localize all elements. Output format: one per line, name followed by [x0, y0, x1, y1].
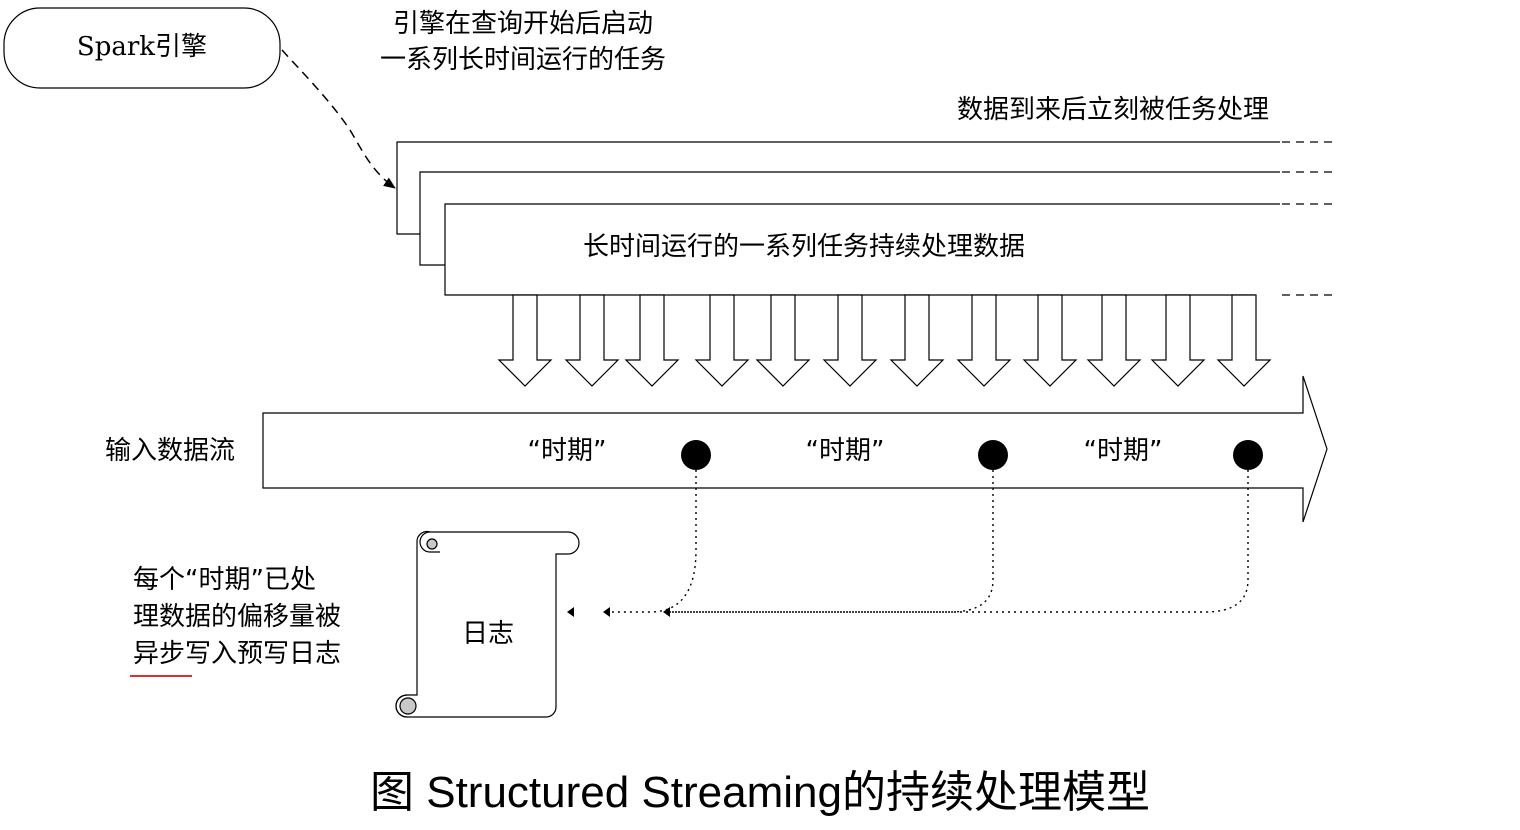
down-arrow-3 — [624, 294, 680, 387]
down-arrow-7 — [889, 294, 945, 387]
offset-connector-1 — [612, 470, 697, 613]
epoch-label-2: “时期” — [806, 436, 885, 466]
down-arrows — [497, 294, 1272, 387]
write-ahead-log-scroll — [395, 530, 580, 718]
down-arrow-5 — [755, 294, 811, 387]
task-line-2 — [419, 171, 1335, 266]
offset-arrowhead-1 — [567, 607, 574, 617]
engine-note-line-2: 一系列长时间运行的任务 — [380, 45, 666, 75]
down-arrow-6 — [822, 294, 878, 387]
offset-arrowhead-3 — [663, 607, 670, 617]
task-line-1 — [396, 141, 1335, 235]
offset-connector-2 — [670, 470, 994, 613]
down-arrow-2 — [564, 294, 620, 387]
down-arrow-12 — [1216, 294, 1272, 387]
spark-engine-node: Spark引擎 — [3, 7, 281, 89]
spark-engine-label: Spark引擎 — [77, 32, 207, 62]
tasks-label: 长时间运行的一系列任务持续处理数据 — [583, 232, 1025, 262]
epoch-marker-3 — [1233, 440, 1263, 470]
epoch-marker-2 — [978, 440, 1008, 470]
epoch-label-1: “时期” — [528, 436, 607, 466]
input-stream-label: 输入数据流 — [105, 436, 235, 466]
log-label: 日志 — [462, 619, 514, 649]
down-arrow-1 — [497, 294, 553, 387]
input-stream-arrow — [262, 375, 1328, 523]
down-arrow-9 — [1022, 294, 1078, 387]
epoch-marker-1 — [681, 440, 711, 470]
offset-note-line-2: 理数据的偏移量被 — [133, 602, 341, 632]
engine-to-tasks-arrow — [281, 49, 396, 189]
down-arrow-8 — [956, 294, 1012, 387]
offset-connector-3 — [670, 470, 1249, 613]
offset-note-line-3: 异步写入预写日志 — [133, 639, 341, 669]
engine-note-line-1: 引擎在查询开始后启动 — [393, 9, 653, 39]
offset-arrowhead-2 — [603, 607, 610, 617]
epoch-label-3: “时期” — [1084, 436, 1163, 466]
down-arrow-4 — [694, 294, 750, 387]
immediate-processing-note: 数据到来后立刻被任务处理 — [957, 95, 1269, 125]
down-arrow-10 — [1086, 294, 1142, 387]
down-arrow-11 — [1150, 294, 1206, 387]
offset-note-line-1: 每个“时期”已处 — [133, 565, 316, 595]
figure-caption: 图 Structured Streaming的持续处理模型 — [370, 768, 1150, 817]
